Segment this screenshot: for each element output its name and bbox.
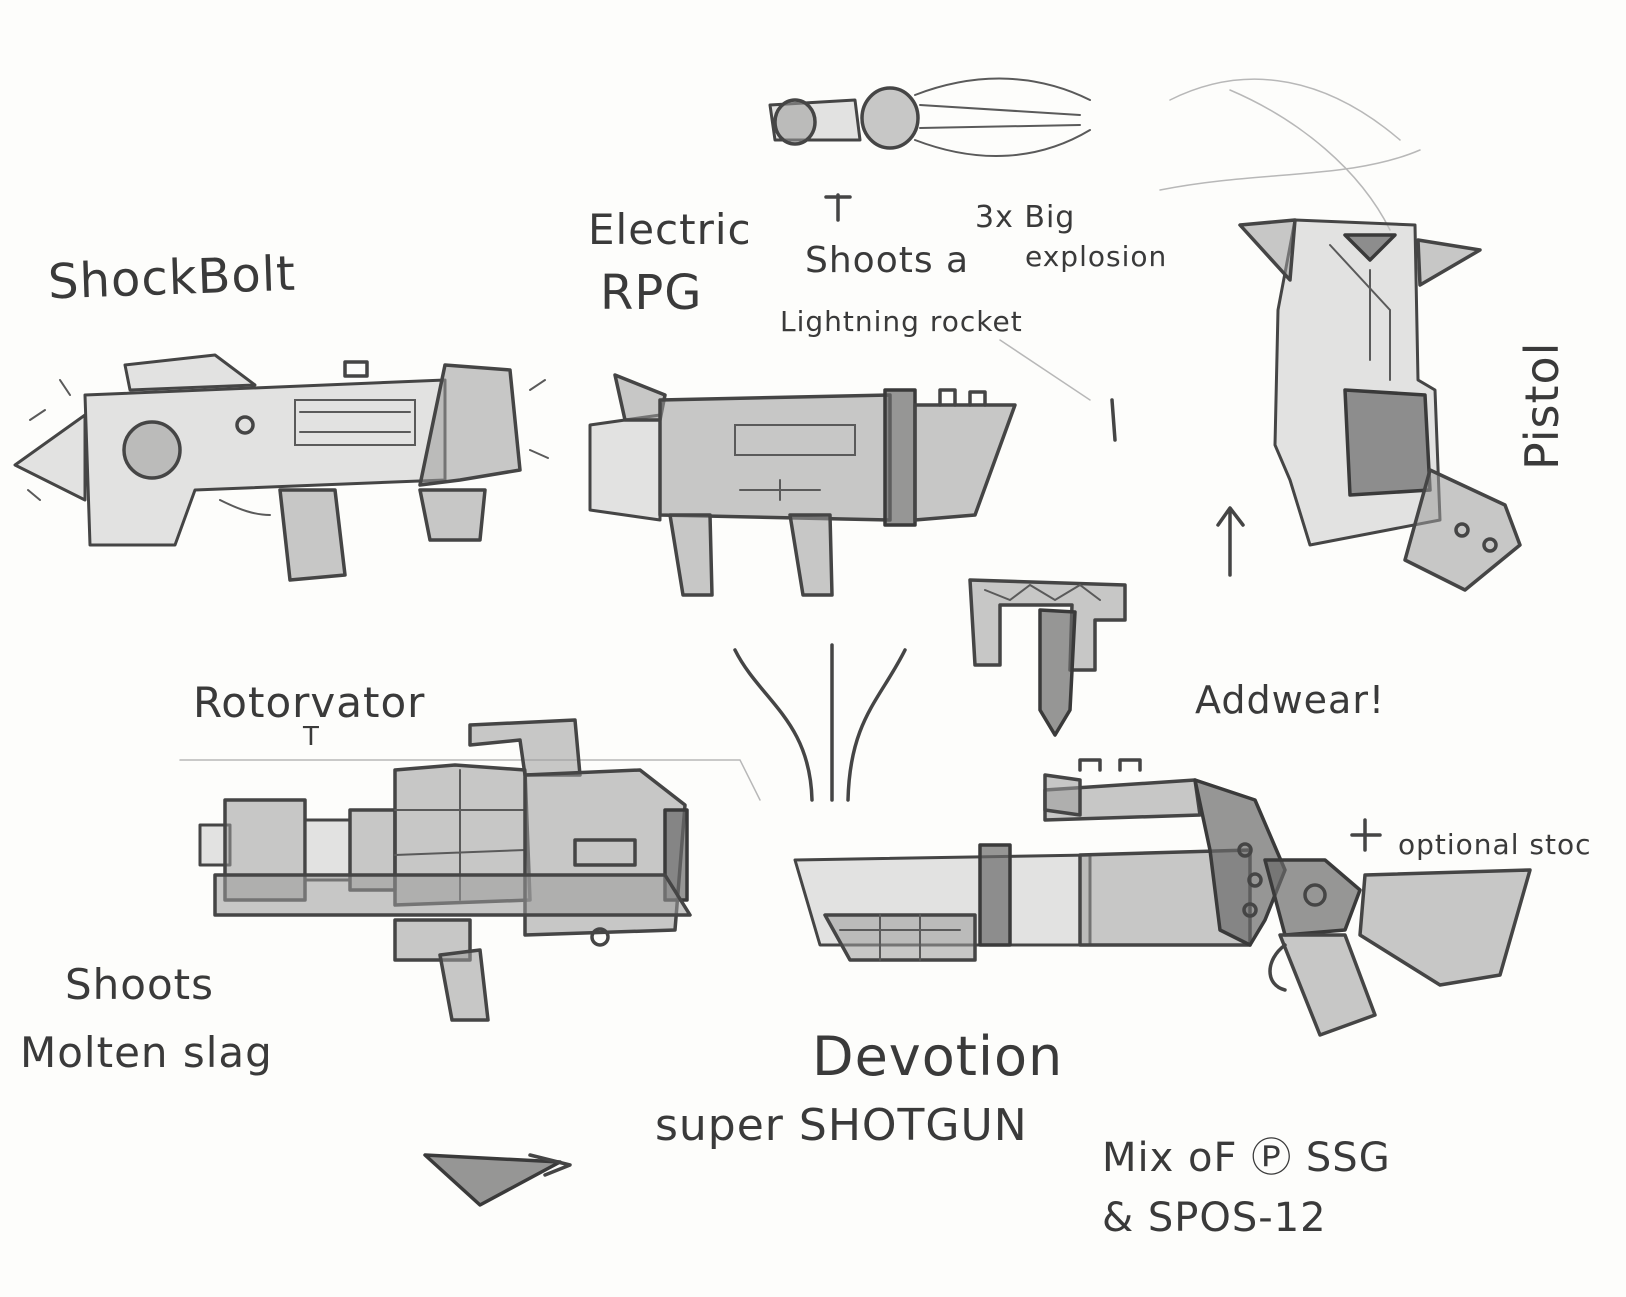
electric-rpg-drawing [588,77,1091,597]
rotorvator-drawing [198,718,692,1022]
shoots-a-label-line3: Lightning rocket [780,305,1023,338]
electric-rpg-label-line1: Electric [588,205,752,254]
big-explosion-label-line1: 3x Big [975,200,1076,235]
background-smudges [179,78,1421,801]
mix-of-label-line2: & SPOS-12 [1102,1195,1327,1241]
pistol-drawing [1110,218,1522,592]
optional-stock-label: optional stoc [1398,828,1592,861]
shoots-a-label-line2: Shoots a [805,240,970,281]
rotorvator-marker: T [303,722,320,752]
electric-rpg-label-line2: RPG [600,265,703,321]
addwear-drawing [733,578,1127,802]
rotorvator-label: Rotorvator [193,678,426,727]
shockbolt-label: ShockBolt [47,245,297,311]
shockbolt-drawing [13,353,549,582]
shoots-molten-label-line1: Shoots [65,960,215,1009]
big-explosion-label-line2: explosion [1025,240,1168,273]
devotion-label-line1: Devotion [812,1025,1064,1088]
devotion-shotgun-drawing [423,758,1532,1207]
addwear-label: Addwear! [1195,678,1386,722]
mix-of-label-line1: Mix oF Ⓟ SSG [1102,1135,1391,1181]
shoots-molten-label-line2: Molten slag [20,1028,273,1077]
pistol-label: Pistol [1515,341,1569,470]
devotion-label-line2: super SHOTGUN [655,1100,1028,1151]
